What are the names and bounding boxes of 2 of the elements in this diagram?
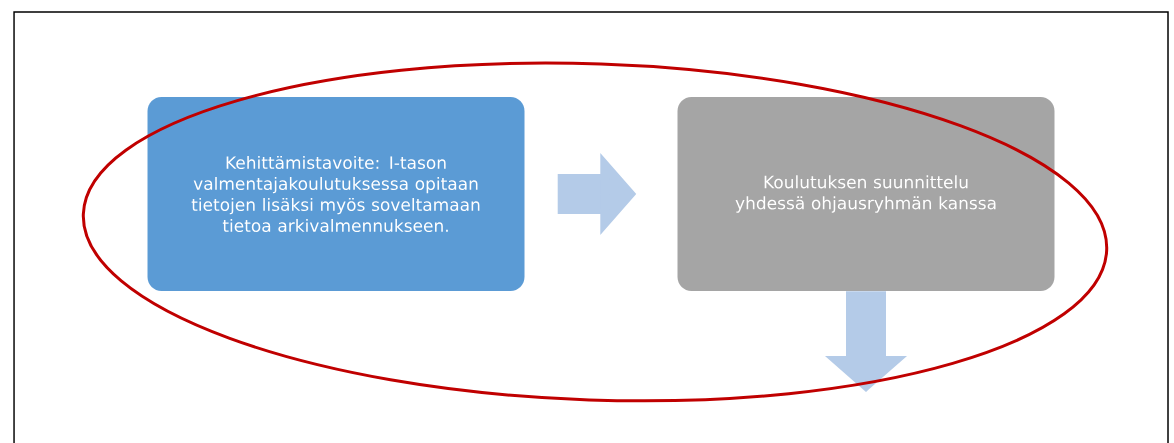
process-box: Kehittämistavoite: I-tason valmentajakoulutuksessa opitaan tietojen lisäksi myös soveltamaan tietoa arkivalmennukseen. [147, 97, 525, 291]
process-box: Koulutuksen suunnittelu yhdessä ohjausryhmän kanssa [677, 97, 1055, 291]
